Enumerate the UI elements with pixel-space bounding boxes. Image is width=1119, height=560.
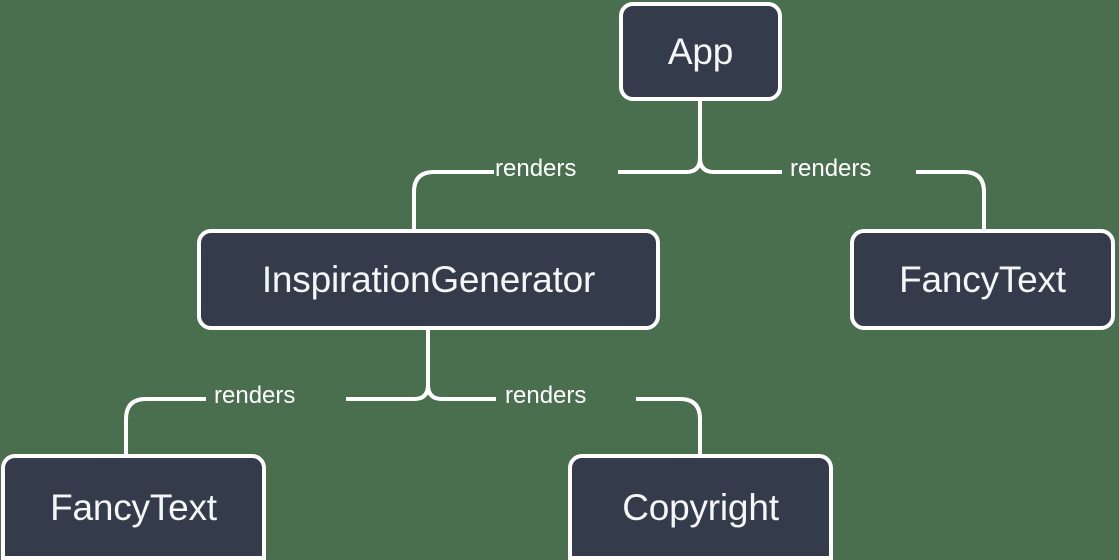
node-app[interactable]: App [619, 2, 782, 101]
node-fancytext-right-label: FancyText [899, 259, 1066, 300]
edge-label-app-to-inspiration: renders [495, 155, 577, 182]
edge-inspiration-to-copyright [426, 384, 702, 454]
node-inspiration-generator[interactable]: InspirationGenerator [197, 229, 660, 330]
node-copyright[interactable]: Copyright [568, 454, 833, 560]
node-fancytext-left-label: FancyText [50, 486, 217, 528]
node-inspiration-generator-label: InspirationGenerator [261, 259, 596, 300]
node-fancytext-right[interactable]: FancyText [850, 229, 1115, 330]
node-app-label: App [667, 31, 734, 72]
node-copyright-label: Copyright [622, 486, 779, 528]
edge-label-inspiration-to-fancytext-left: renders [214, 382, 296, 409]
node-fancytext-left[interactable]: FancyText [1, 454, 266, 560]
edge-label-inspiration-to-copyright: renders [505, 382, 587, 409]
edge-label-app-to-fancytext-right: renders [790, 155, 872, 182]
edge-app-to-fancytext-right [698, 157, 986, 229]
